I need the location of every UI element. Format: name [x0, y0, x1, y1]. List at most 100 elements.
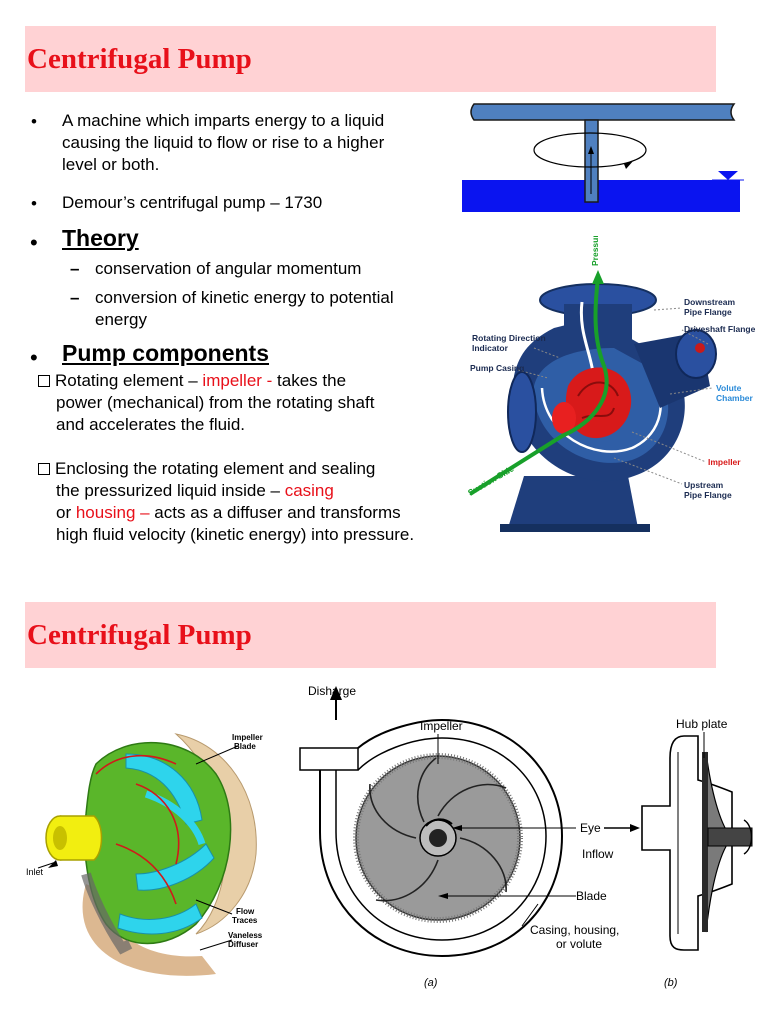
text-fragment: or	[56, 503, 76, 522]
slide2-title: Centrifugal Pump	[27, 619, 252, 651]
label-rotating-indicator-2: Indicator	[472, 343, 509, 353]
label-volute-2: Chamber	[716, 393, 754, 403]
label-casing-2: or volute	[556, 937, 602, 951]
text-fragment: the pressurized liquid inside –	[56, 481, 285, 500]
bullet-glyph: •	[31, 194, 37, 213]
label-upstream-flange-2: Pipe Flange	[684, 490, 732, 500]
discharge-nozzle	[299, 747, 359, 771]
text-line: A machine which imparts energy to a liqu…	[62, 111, 385, 130]
pump-base-plate	[500, 524, 650, 532]
text-line: high fluid velocity (kinetic energy) int…	[56, 525, 415, 544]
component-enclosing-element: Enclosing the rotating element and seali…	[38, 458, 414, 546]
label-hub-plate: Hub plate	[676, 717, 728, 731]
text-line: Rotating element – impeller - takes the	[38, 370, 374, 392]
label-volute-1: Volute	[716, 383, 742, 393]
theory-item-energy-conversion: conversion of kinetic energy to potentia…	[95, 287, 394, 331]
label-inlet: Inlet	[26, 867, 44, 877]
driveshaft-flange	[675, 329, 717, 379]
label-casing-1: Casing, housing,	[530, 923, 619, 937]
shaft-rotation-icon	[743, 819, 753, 855]
label-downstream-flange-1: Downstream	[684, 297, 735, 307]
bullet-machine-definition: A machine which imparts energy to a liqu…	[62, 110, 384, 176]
text-fragment: Enclosing the rotating element and seali…	[55, 459, 376, 478]
discharge-arrow-head-icon	[330, 686, 342, 700]
caption-a: (a)	[424, 977, 438, 989]
label-downstream-flange-2: Pipe Flange	[684, 307, 732, 317]
flow-arrow-head-icon	[588, 146, 594, 154]
theory-heading: Theory	[62, 225, 139, 251]
bullet-glyph: •	[30, 230, 38, 255]
eye-leader-arrow-icon	[452, 825, 462, 831]
checkbox-square-icon	[38, 375, 50, 387]
text-line: causing the liquid to flow or rise to a …	[62, 133, 385, 152]
impeller	[565, 367, 632, 439]
impeller-hub-shadow	[81, 872, 133, 955]
pump-schematic: Disharge Impeller Eye Blade Inflow Casin…	[299, 684, 753, 989]
rotation-ellipse	[533, 132, 647, 168]
text-line: the pressurized liquid inside – casing	[38, 480, 414, 502]
pump-base	[508, 476, 638, 528]
slide1-title: Centrifugal Pump	[27, 43, 252, 75]
text-line: power (mechanical) from the rotating sha…	[56, 393, 375, 412]
component-rotating-element: Rotating element – impeller - takes the …	[38, 370, 374, 436]
impeller-blade	[117, 903, 203, 935]
inlet-bore	[53, 826, 67, 850]
impeller-vanes	[577, 381, 619, 419]
label-pressure-side: Pressure Side	[590, 236, 600, 266]
water-reservoir	[462, 180, 740, 212]
dash-glyph: –	[70, 259, 80, 278]
flow-path-arrow-icon	[592, 270, 604, 284]
eye-arrow	[425, 818, 453, 827]
bullet-glyph: •	[30, 345, 38, 370]
text-line: level or both.	[62, 155, 160, 174]
vaneless-diffuser	[82, 884, 217, 976]
label-vaneless-diffuser-1: Vaneless	[228, 931, 263, 940]
impeller-keyword: impeller -	[202, 371, 273, 390]
label-flow-traces-1: Flow	[236, 907, 255, 916]
inlet-arrow-icon	[48, 860, 58, 868]
label-blade: Blade	[576, 889, 607, 903]
impeller-texture	[353, 753, 523, 923]
casing-leader-line	[521, 903, 539, 927]
hub-plate	[702, 752, 708, 932]
dash-glyph: –	[70, 288, 80, 307]
impeller-eye	[552, 402, 576, 434]
label-pump-casing: Pump Casing	[470, 363, 524, 373]
impeller-3d-illustration: Impeller Blade Inlet Flow Traces Vaneles…	[26, 733, 263, 976]
label-rotating-indicator-1: Rotating Direction	[472, 333, 546, 343]
text-line: conversion of kinetic energy to potentia…	[95, 288, 394, 307]
upstream-flange	[507, 371, 537, 453]
rotation-indicator-icon	[695, 343, 705, 353]
text-line: and accelerates the fluid.	[56, 415, 246, 434]
text-line: Enclosing the rotating element and seali…	[38, 458, 414, 480]
side-shaft	[707, 827, 753, 847]
bullet-glyph: •	[31, 112, 37, 131]
text-line: or housing – acts as a diffuser and tran…	[38, 502, 414, 524]
horizontal-pipe	[470, 103, 736, 121]
caption-b: (b)	[664, 977, 678, 989]
impeller-shaft	[429, 829, 447, 847]
label-impeller-blade-1: Impeller	[232, 733, 263, 742]
theory-item-angular-momentum: conservation of angular momentum	[95, 259, 362, 278]
casing-keyword: casing	[284, 481, 334, 500]
slide2-title-band: Centrifugal Pump	[25, 602, 716, 668]
demour-pump-diagram	[462, 103, 744, 212]
checkbox-square-icon	[38, 463, 50, 475]
label-impeller: Impeller	[420, 719, 463, 733]
water-level-marker-icon	[718, 171, 738, 180]
label-flow-traces-2: Traces	[232, 916, 258, 925]
inflow-arrow-head-icon	[630, 824, 640, 832]
rotation-arrow-icon	[624, 160, 634, 169]
text-line: energy	[95, 310, 147, 329]
volute-inner-wall	[335, 737, 547, 941]
label-vaneless-diffuser-2: Diffuser	[228, 940, 258, 949]
label-impeller: Impeller	[708, 457, 741, 467]
leader-lines	[517, 307, 713, 485]
text-fragment: takes the	[272, 371, 347, 390]
text-fragment: acts as a diffuser and transforms	[149, 503, 401, 522]
label-discharge: Disharge	[308, 684, 356, 698]
label-upstream-flange-1: Upstream	[684, 480, 724, 490]
label-eye: Eye	[580, 821, 601, 835]
impeller-blade	[144, 790, 206, 846]
impeller-blades	[369, 757, 507, 902]
